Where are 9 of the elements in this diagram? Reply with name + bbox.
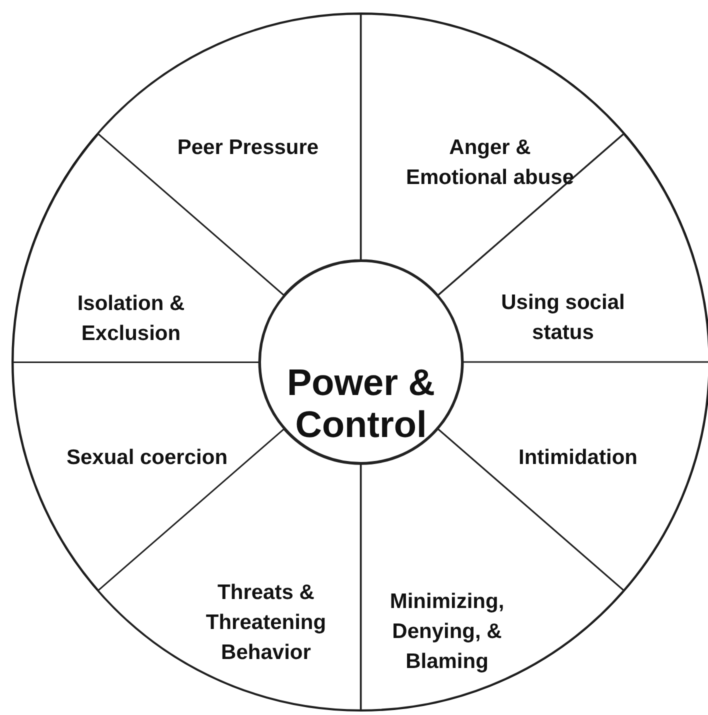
segment-label: Using social status (500, 290, 626, 346)
segment-label: Sexual coercion (65, 445, 229, 471)
hub-title: Power & Control (286, 362, 436, 446)
segment-label: Threats & Threatening Behavior (204, 580, 328, 666)
segment-label: Isolation & Exclusion (76, 290, 186, 347)
segment-label: Minimizing, Denying, & Blaming (388, 588, 506, 675)
segment-label: Peer Pressure (176, 135, 320, 161)
segment-label: Anger & Emotional abuse (404, 135, 576, 191)
segment-label: Intimidation (517, 445, 638, 471)
